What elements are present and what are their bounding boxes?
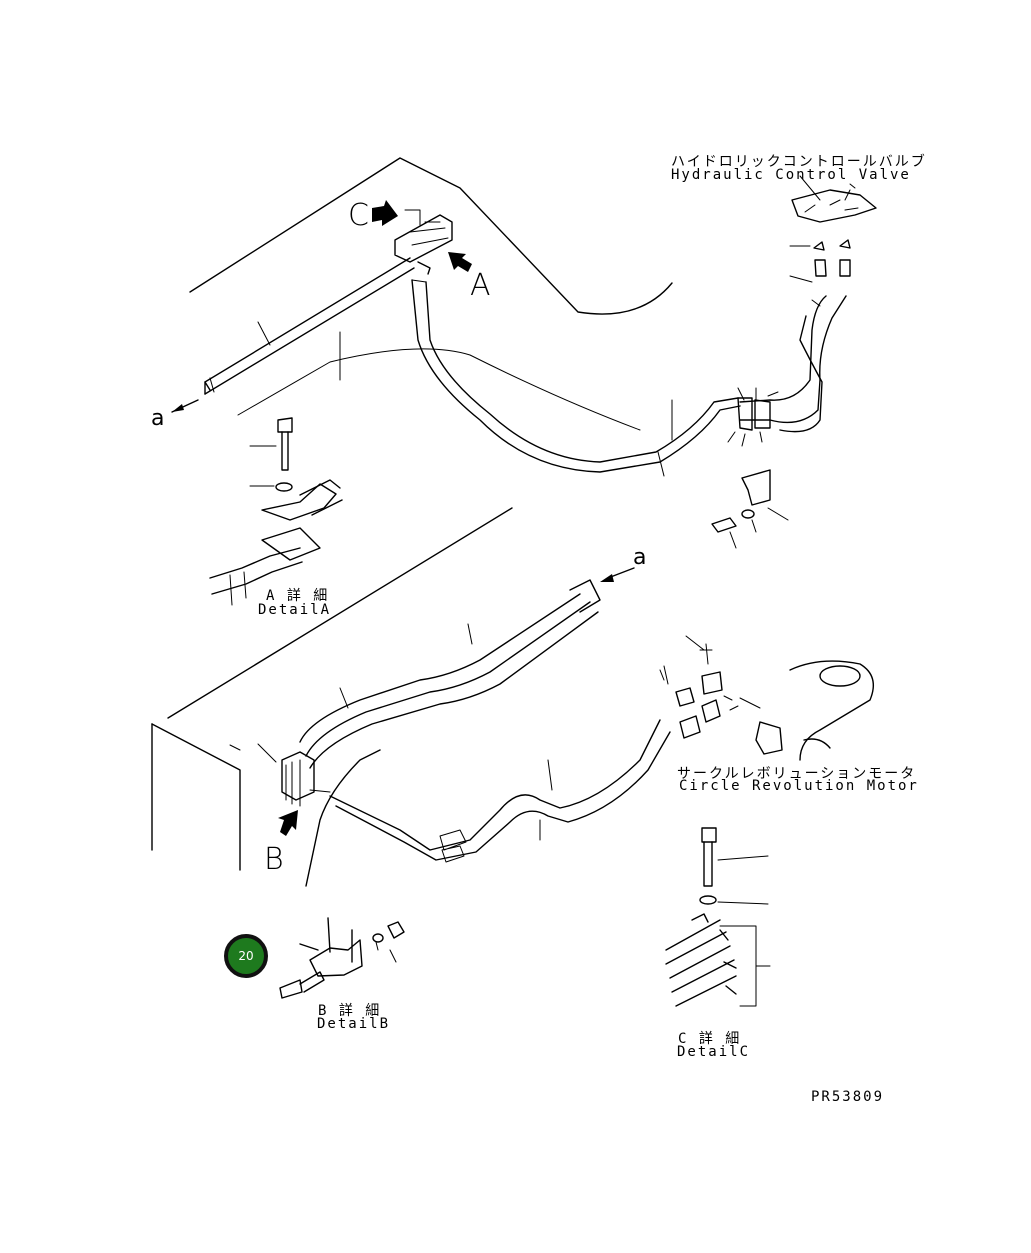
detail-b-label-jp: B 詳 細 [318, 1003, 382, 1019]
detail-c-label-en: DetailC [677, 1044, 751, 1060]
connector-block-c [394, 209, 453, 275]
ref-label-a-left: a [151, 406, 165, 431]
upper-frame-outline [189, 157, 673, 431]
hcv-label-jp: ハイドロリックコントロールバルブ [671, 154, 927, 170]
view-label-b: B [264, 842, 284, 877]
detail-a [209, 417, 343, 606]
arrow-b [278, 810, 298, 836]
detail-c [665, 827, 771, 1007]
part-callout-20[interactable]: 20 [224, 934, 268, 978]
arrow-a [448, 252, 472, 272]
circle-revolution-motor [659, 635, 874, 761]
crm-label-jp: サークルレボリューションモータ [677, 766, 917, 782]
detail-c-label-jp: C 詳 細 [678, 1031, 742, 1047]
detail-a-label-jp: A 詳 細 [266, 588, 330, 604]
upper-hoses [411, 279, 847, 477]
view-label-c: C [348, 198, 369, 233]
crm-label-en: Circle Revolution Motor [679, 778, 919, 794]
ref-label-a-right: a [633, 545, 647, 570]
arrow-c [372, 200, 398, 226]
detail-b [279, 917, 405, 999]
clamp-bracket [711, 469, 789, 549]
connector-block-b [257, 743, 331, 807]
view-label-a: A [470, 268, 491, 303]
control-valve [789, 175, 877, 307]
upper-rods [171, 257, 415, 413]
hcv-label-en: Hydraulic Control Valve [671, 167, 911, 183]
detail-a-label-en: DetailA [258, 602, 332, 618]
lower-rods [299, 567, 635, 769]
drawing-number: PR53809 [811, 1089, 885, 1105]
detail-b-label-en: DetailB [317, 1016, 391, 1032]
lower-hoses [329, 719, 671, 863]
lower-frame-outline [151, 507, 513, 887]
